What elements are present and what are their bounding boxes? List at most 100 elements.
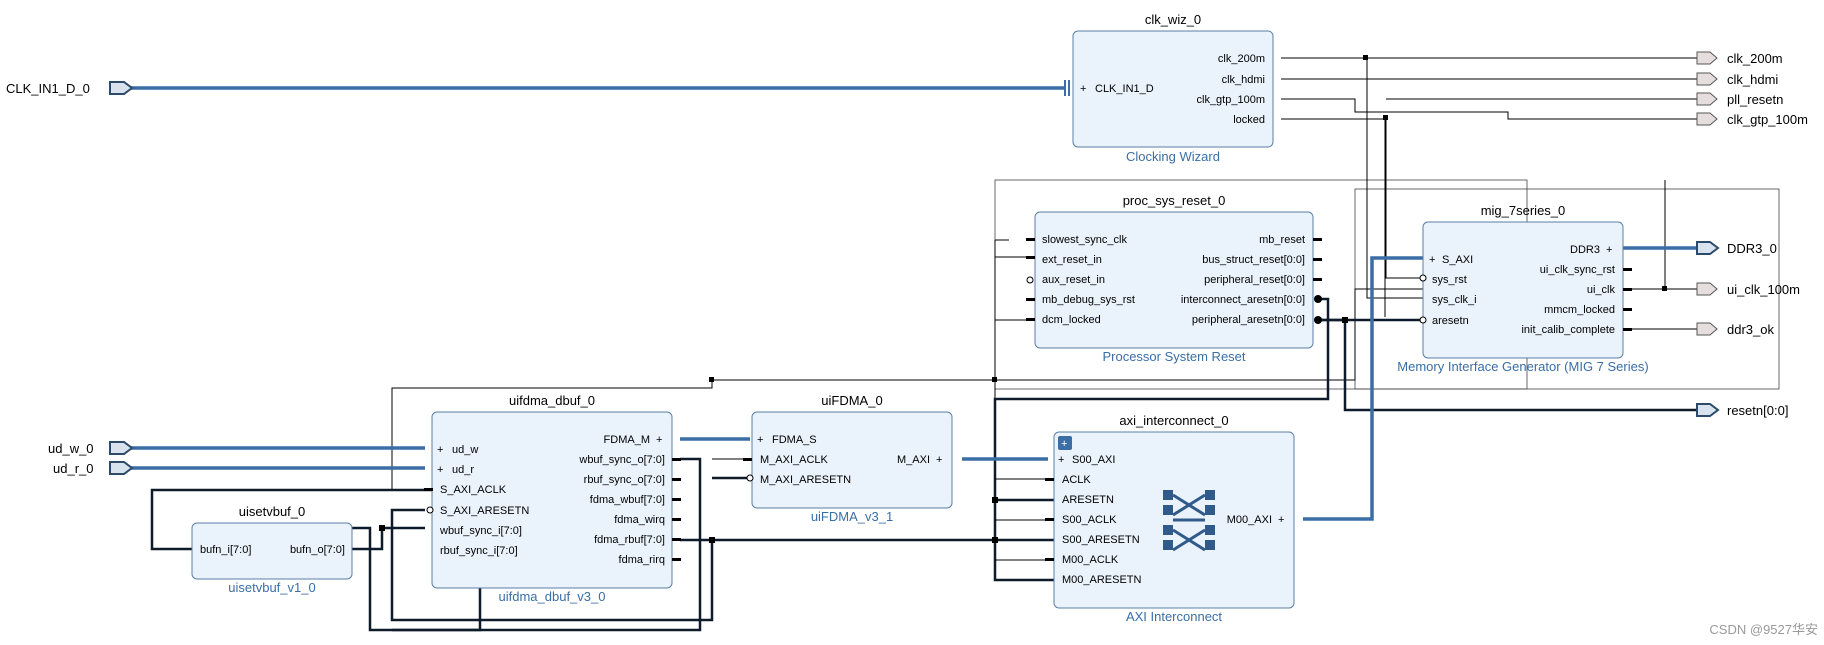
uifdma-subtitle: uiFDMA_v3_1 bbox=[811, 509, 893, 524]
dbuf-pin-fdma-wbuf: fdma_wbuf[7:0] bbox=[590, 494, 665, 506]
uifdma-fdma-plus-icon: + bbox=[757, 434, 763, 446]
clk-wiz-subtitle: Clocking Wizard bbox=[1126, 149, 1220, 164]
port-ddr3[interactable] bbox=[1696, 241, 1720, 255]
port-clk-in[interactable]: CLK_IN1_D_0 bbox=[6, 81, 134, 96]
mig-pin-sys-clk: sys_clk_i bbox=[1432, 294, 1477, 306]
wire-setvbuf-in[interactable] bbox=[150, 488, 482, 632]
block-mig[interactable]: mig_7series_0 Memory Interface Generator… bbox=[1397, 203, 1648, 374]
axi-ic-m00-plus-icon: + bbox=[1278, 514, 1284, 526]
clk-wiz-plus-icon: + bbox=[1080, 83, 1086, 95]
wire-ic-aresetn[interactable] bbox=[993, 297, 1330, 582]
block-clk-wiz[interactable]: clk_wiz_0 Clocking Wizard + CLK_IN1_D cl… bbox=[1072, 12, 1274, 164]
mig-pin-aresetn: aresetn bbox=[1432, 315, 1469, 327]
port-label-ud-r: ud_r_0 bbox=[53, 461, 93, 476]
dbuf-udw-plus-icon: + bbox=[437, 444, 443, 456]
port-label-ddr3-ok: ddr3_ok bbox=[1727, 322, 1774, 337]
port-pll-resetn[interactable] bbox=[1696, 92, 1718, 106]
dbuf-title: uifdma_dbuf_0 bbox=[509, 393, 595, 408]
dbuf-pin-rbuf-i: rbuf_sync_i[7:0] bbox=[440, 545, 518, 557]
axi-ic-pin-s00-aclk: S00_ACLK bbox=[1062, 514, 1117, 526]
wire-dcm[interactable] bbox=[994, 319, 1035, 560]
uifdma-pin-m-axi: M_AXI bbox=[897, 454, 930, 466]
watermark: CSDN @9527华安 bbox=[1709, 622, 1818, 637]
block-axi-interconnect[interactable]: axi_interconnect_0 AXI Interconnect + + … bbox=[1045, 413, 1295, 624]
block-proc-sys-reset[interactable]: proc_sys_reset_0 Processor System Reset … bbox=[1026, 193, 1322, 364]
axi-ic-pin-aclk: ACLK bbox=[1062, 474, 1091, 486]
psr-subtitle: Processor System Reset bbox=[1102, 349, 1245, 364]
block-uifdma[interactable]: uiFDMA_0 uiFDMA_v3_1 + FDMA_S M_AXI_ACLK… bbox=[743, 393, 953, 524]
mig-pin-ui-clk: ui_clk bbox=[1587, 284, 1616, 296]
port-label-clk-gtp-100m: clk_gtp_100m bbox=[1727, 112, 1808, 127]
port-label-clk-in: CLK_IN1_D_0 bbox=[6, 81, 90, 96]
port-label-ui-clk-100m: ui_clk_100m bbox=[1727, 282, 1800, 297]
axi-ic-s00-plus-icon: + bbox=[1058, 454, 1064, 466]
wire-ui-clk-net[interactable] bbox=[391, 180, 1666, 491]
axi-ic-pin-s00-aresetn: S00_ARESETN bbox=[1062, 534, 1140, 546]
mig-ddr3-plus-icon: + bbox=[1606, 244, 1612, 256]
mig-subtitle: Memory Interface Generator (MIG 7 Series… bbox=[1397, 359, 1648, 374]
dbuf-pin-fdma-rirq: fdma_rirq bbox=[619, 554, 665, 566]
axi-ic-pin-m00-aclk: M00_ACLK bbox=[1062, 554, 1119, 566]
clk-wiz-pin-clk-gtp: clk_gtp_100m bbox=[1197, 94, 1266, 106]
dbuf-pin-wbuf-o: wbuf_sync_o[7:0] bbox=[578, 454, 665, 466]
dbuf-pin-fdma-rbuf: fdma_rbuf[7:0] bbox=[594, 534, 665, 546]
wire-wbuf-loop[interactable] bbox=[352, 457, 702, 632]
mig-pin-s-axi: S_AXI bbox=[1442, 254, 1473, 266]
expand-plus-icon: + bbox=[1061, 438, 1067, 450]
dbuf-pin-ud-r: ud_r bbox=[452, 464, 474, 476]
psr-pin-slowest-clk: slowest_sync_clk bbox=[1042, 234, 1127, 246]
setvbuf-subtitle: uisetvbuf_v1_0 bbox=[228, 580, 315, 595]
port-ddr3-ok[interactable] bbox=[1696, 322, 1718, 336]
mig-pin-sys-rst: sys_rst bbox=[1432, 274, 1467, 286]
psr-pin-periph-reset: peripheral_reset[0:0] bbox=[1204, 274, 1305, 286]
crossbar-icon bbox=[1163, 490, 1215, 552]
wire-clks-ic[interactable] bbox=[995, 478, 1054, 561]
uifdma-pin-aclk: M_AXI_ACLK bbox=[760, 454, 829, 466]
psr-pin-bus-struct: bus_struct_reset[0:0] bbox=[1202, 254, 1305, 266]
mig-pin-mmcm: mmcm_locked bbox=[1544, 304, 1615, 316]
port-ud-w[interactable]: ud_w_0 bbox=[48, 441, 134, 456]
wire-slowest-clk[interactable] bbox=[994, 239, 1009, 380]
axi-ic-pin-m00-aresetn: M00_ARESETN bbox=[1062, 574, 1142, 586]
dbuf-pin-rbuf-o: rbuf_sync_o[7:0] bbox=[584, 474, 665, 486]
mig-pin-ui-clk-sync: ui_clk_sync_rst bbox=[1540, 264, 1615, 276]
dbuf-pin-fdma-m: FDMA_M bbox=[604, 434, 650, 446]
expand-icon[interactable] bbox=[1058, 436, 1072, 450]
port-resetn[interactable] bbox=[1696, 403, 1720, 417]
port-clk-gtp-100m[interactable] bbox=[1696, 112, 1718, 126]
setvbuf-pin-out: bufn_o[7:0] bbox=[290, 544, 345, 556]
dbuf-fdma-plus-icon: + bbox=[656, 434, 662, 446]
dbuf-pin-ud-w: ud_w bbox=[452, 444, 478, 456]
clk-wiz-pin-locked: locked bbox=[1233, 114, 1265, 126]
wire-sysrst[interactable] bbox=[1385, 117, 1423, 279]
uifdma-pin-fdma-s: FDMA_S bbox=[772, 434, 817, 446]
dbuf-pin-aclk: S_AXI_ACLK bbox=[440, 484, 507, 496]
m00-axi-bus[interactable] bbox=[1303, 256, 1423, 521]
setvbuf-pin-in: bufn_i[7:0] bbox=[200, 544, 251, 556]
clk-wiz-pin-clk-hdmi: clk_hdmi bbox=[1222, 74, 1265, 86]
port-label-ddr3: DDR3_0 bbox=[1727, 241, 1777, 256]
mig-title: mig_7series_0 bbox=[1481, 203, 1566, 218]
block-uifdma-dbuf[interactable]: uifdma_dbuf_0 uifdma_dbuf_v3_0 + ud_w + … bbox=[424, 393, 681, 604]
axi-ic-title: axi_interconnect_0 bbox=[1119, 413, 1228, 428]
wire-setvbuf-out[interactable] bbox=[352, 526, 425, 551]
port-label-clk-200m: clk_200m bbox=[1727, 51, 1783, 66]
port-clk-hdmi[interactable] bbox=[1696, 72, 1718, 86]
dbuf-pin-aresetn: S_AXI_ARESETN bbox=[440, 505, 529, 517]
wire-sync-loop[interactable] bbox=[390, 508, 714, 622]
psr-pin-aux-reset: aux_reset_in bbox=[1042, 274, 1105, 286]
mig-pin-ddr3: DDR3 bbox=[1570, 244, 1600, 256]
axi-ic-pin-m00-axi: M00_AXI bbox=[1227, 514, 1272, 526]
psr-pin-dcm-locked: dcm_locked bbox=[1042, 314, 1101, 326]
dbuf-udr-plus-icon: + bbox=[437, 464, 443, 476]
block-uisetvbuf[interactable]: uisetvbuf_0 uisetvbuf_v1_0 bufn_i[7:0] b… bbox=[191, 504, 353, 595]
port-ui-clk-100m[interactable] bbox=[1696, 282, 1718, 296]
psr-pin-ic-aresetn: interconnect_aresetn[0:0] bbox=[1181, 294, 1305, 306]
wire-sysclk[interactable] bbox=[1366, 58, 1423, 299]
uifdma-pin-aresetn: M_AXI_ARESETN bbox=[760, 474, 851, 486]
port-ud-r[interactable]: ud_r_0 bbox=[53, 461, 134, 476]
wire-clk-gtp[interactable] bbox=[1281, 98, 1702, 120]
axi-ic-pin-s00-axi: S00_AXI bbox=[1072, 454, 1115, 466]
port-clk-200m[interactable] bbox=[1696, 51, 1718, 65]
